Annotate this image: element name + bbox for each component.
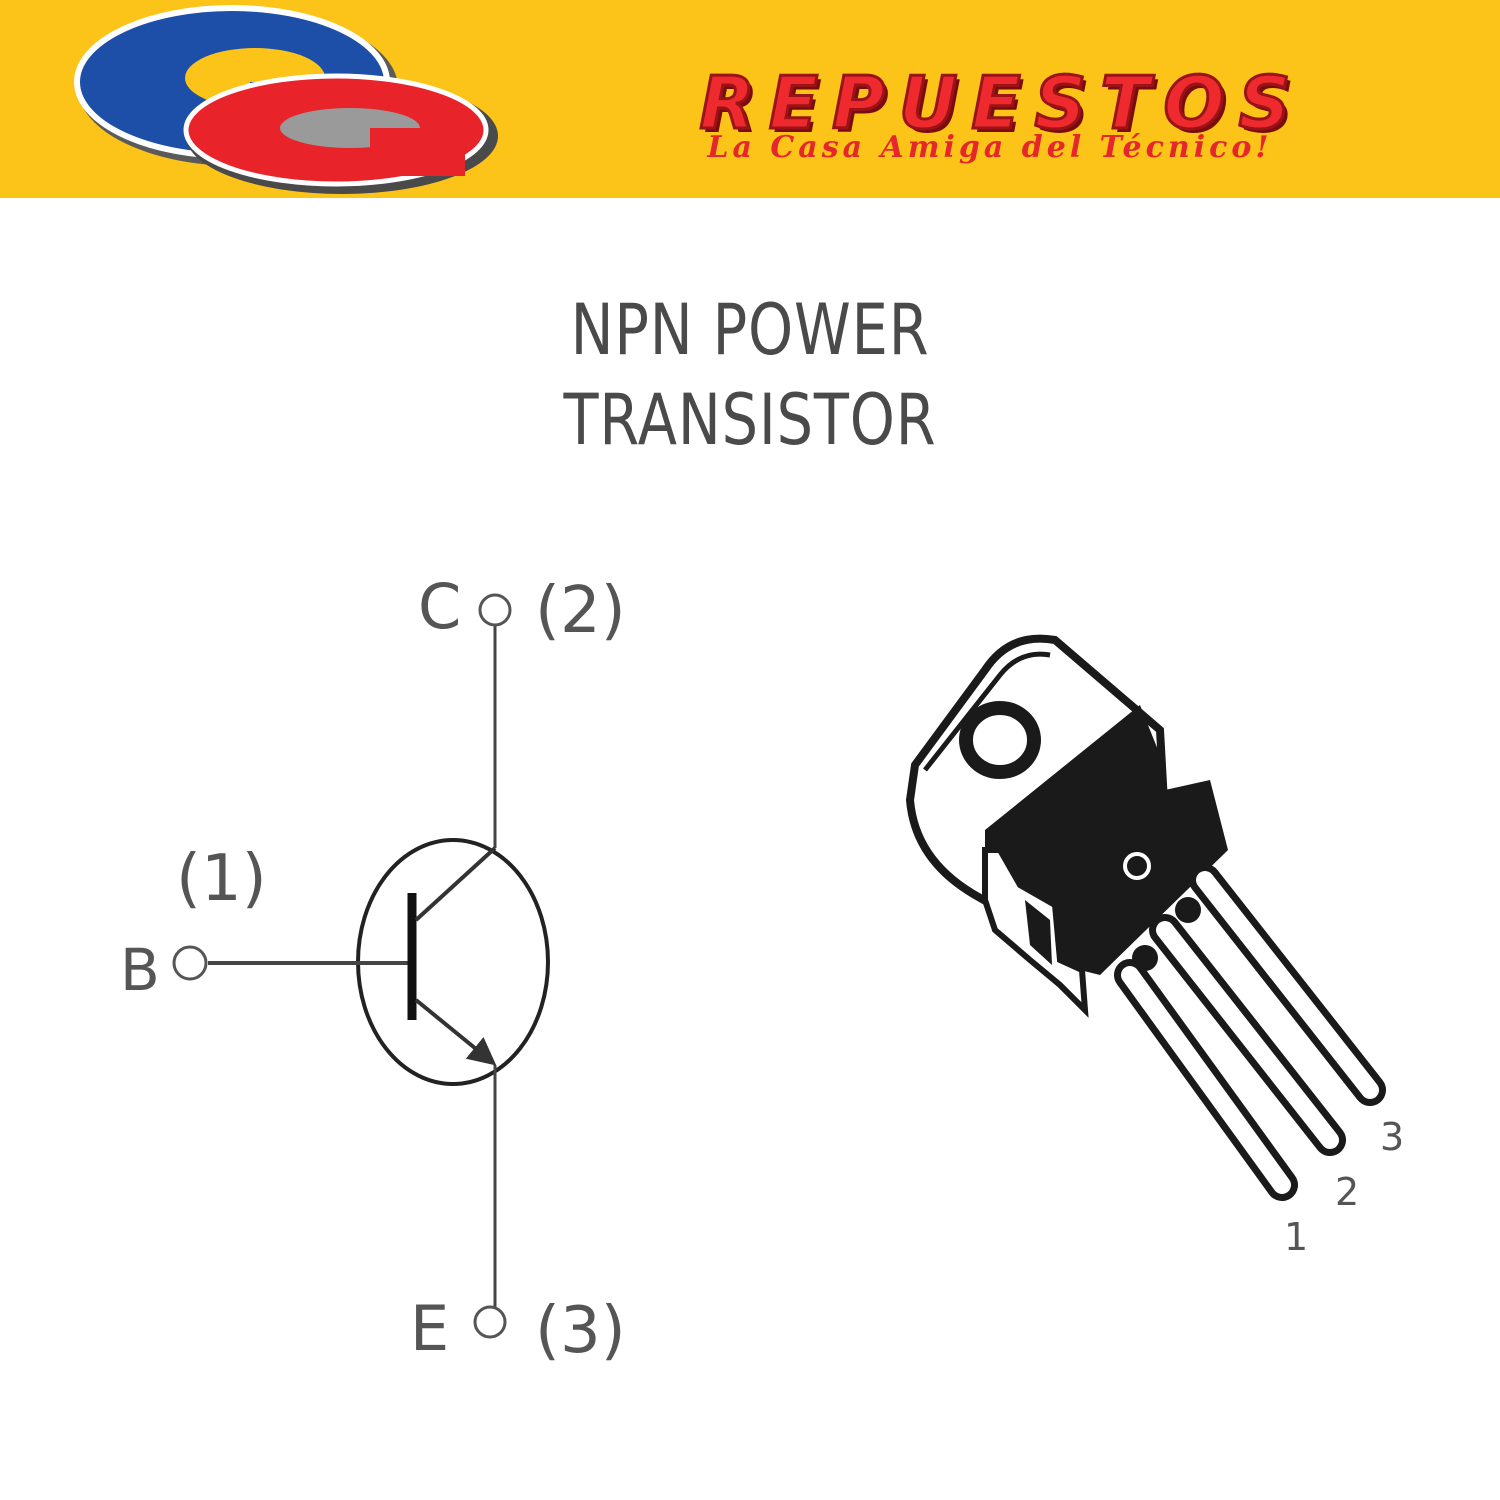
header-banner: REPUESTOS La Casa Amiga del Técnico! (0, 0, 1500, 198)
base-pin-number: (1) (176, 842, 267, 916)
logo-red-g-bar (370, 128, 465, 176)
package-pin-2: 2 (1335, 1170, 1359, 1214)
emitter-terminal (473, 1305, 507, 1339)
collector-diagonal (414, 846, 497, 922)
collector-terminal (478, 593, 512, 627)
npn-symbol: C (2) (1) B E (3) (120, 570, 626, 1368)
gg-logo (74, 5, 498, 194)
base-terminal (172, 945, 208, 981)
emitter-arrow (414, 998, 497, 1066)
lead-1-fill (1121, 966, 1291, 1194)
base-letter: B (120, 936, 160, 1004)
diagram-title: NPN POWER TRANSISTOR (563, 289, 937, 461)
to220-package: 1 2 3 (905, 634, 1404, 1259)
package-pin-3: 3 (1380, 1115, 1404, 1159)
package-tab-edge (923, 651, 1051, 772)
brand-name: REPUESTOS (698, 60, 1305, 147)
lead-3-root (1175, 897, 1201, 923)
package-pin-1: 1 (1284, 1215, 1308, 1259)
emitter-pin-number: (3) (535, 1294, 626, 1368)
package-marking-dot (1123, 852, 1151, 880)
lead-3-fill (1196, 871, 1379, 1099)
package-leads (1114, 864, 1386, 1201)
collector-pin-number: (2) (535, 574, 626, 648)
brand-tagline: La Casa Amiga del Técnico! (707, 130, 1273, 165)
lead-2-fill (1156, 921, 1339, 1149)
package-front-notch (1025, 900, 1052, 965)
mounting-hole (959, 701, 1041, 779)
lead-1-root (1132, 945, 1158, 971)
collector-letter: C (418, 570, 461, 643)
emitter-letter: E (410, 1292, 449, 1365)
